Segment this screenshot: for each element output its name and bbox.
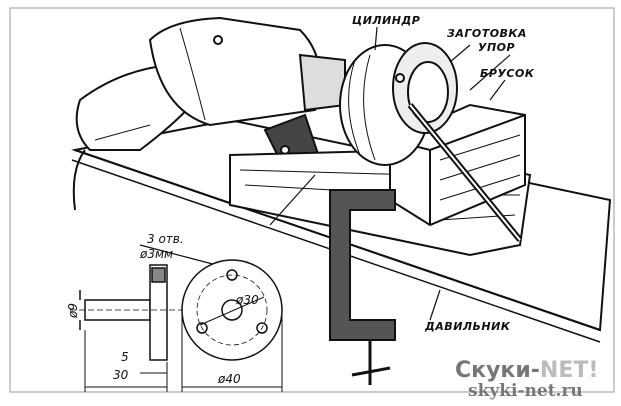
label-workpiece: ЗАГОТОВКА: [447, 27, 527, 40]
flange-front-view: [181, 259, 283, 392]
shaft-side-view: [70, 264, 190, 392]
dim-holes-count: 3 отв.: [147, 232, 184, 246]
label-presser: ДАВИЛЬНИК: [424, 320, 511, 333]
dim-holes-diameter: ø3мм: [139, 247, 173, 261]
dim-bolt-circle: ø30: [235, 293, 259, 307]
watermark-brand: Скуки-NET!: [455, 358, 598, 383]
presser-rod: [407, 103, 523, 242]
cylinder: [339, 42, 458, 166]
dim-total-length: 30: [113, 368, 129, 382]
frame-border: [9, 7, 615, 393]
dim-shaft-diameter: ø9: [66, 303, 80, 319]
drill-motor: [148, 16, 346, 127]
label-cylinder: ЦИЛИНДР: [352, 14, 420, 27]
label-block: БРУСОК: [480, 67, 535, 80]
dim-flange-diameter: ø40: [217, 372, 241, 386]
label-stop: УПОР: [478, 41, 515, 54]
watermark-url: skyki-net.ru: [468, 381, 583, 401]
c-clamp: [329, 189, 396, 385]
dim-flange-thickness: 5: [121, 350, 129, 364]
